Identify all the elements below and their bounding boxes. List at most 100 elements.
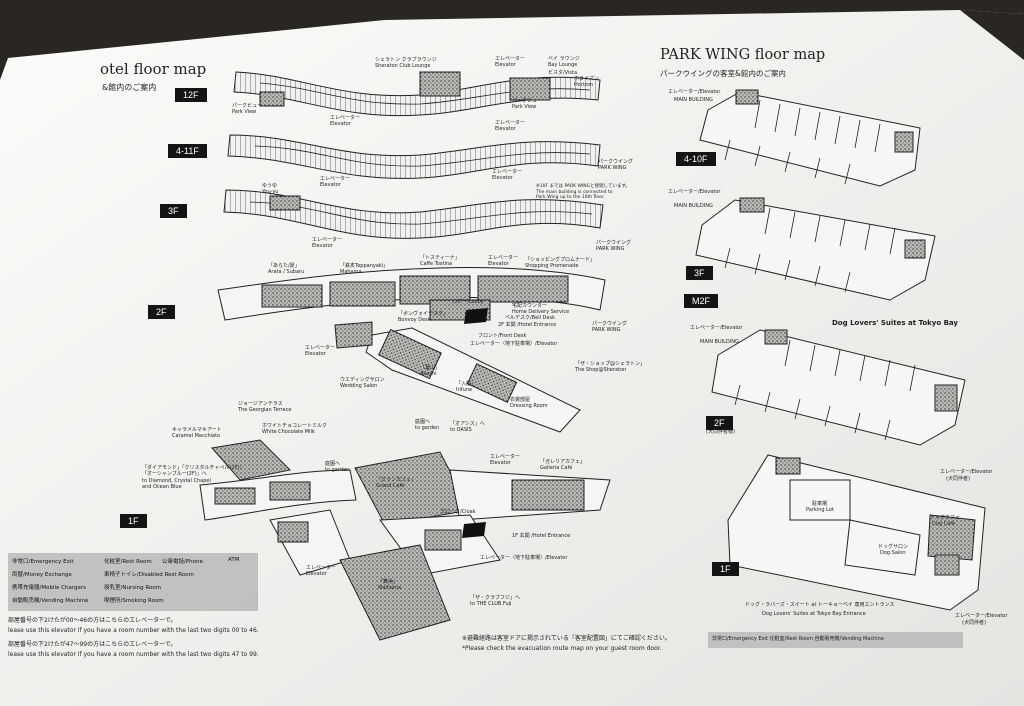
elevator-note-1-jp: 部屋番号の下2けたが00〜46の方はこちらのエレベーターで。 [8, 617, 177, 624]
label-1f-galleria-en: Galleria Café [540, 465, 573, 471]
label-12f-bay-lounge-jp: ベイ ラウンジ [548, 56, 580, 62]
pw-bottom-legend: 非常口/Emergency Exit 化粧室/Rest Room 自動販売機/V… [712, 636, 884, 642]
label-2f-teppanyaki-en: Mahama [340, 269, 362, 275]
label-1f-club-fuji-en: to THE CLUB Fuji [470, 601, 512, 607]
label-411f-elevator-a-en: Elevator [495, 126, 516, 132]
pw-1f-dog-salon-en: Dog Salon [880, 550, 906, 556]
label-2f-home-delivery-en: Home Delivery Service [512, 309, 570, 315]
label-2f-park-wing-en: PARK WING [592, 327, 621, 333]
legend-mobile-chargers: 携帯充電器/Mobile Chargers [12, 585, 87, 591]
label-1f-georgian-jp: ジョージアンテラス [238, 401, 283, 407]
legend-smoking-room: 喫煙所/Smoking Room [104, 598, 164, 604]
pw-410-elevator: エレベーター/Elevator [668, 89, 721, 95]
pw-1f-dog-entrance-en: Dog Lovers' Suites at Tokyo Bay Entrance [762, 611, 866, 617]
label-12f-horizon-jp: ホライズン [574, 76, 599, 82]
label-12f-park-view-right-jp: パークビュー [512, 98, 543, 104]
legend-nursing-room: 授乳室/Nursing Room [104, 585, 161, 591]
label-2f-dressing-room-jp: 衣裳部屋 [510, 397, 531, 403]
pw-1f-parking-jp: 駐車場 [812, 501, 828, 507]
pw-m2f-main-building: MAIN BUILDING [700, 339, 739, 345]
park-wing-title: PARK WING floor map [660, 47, 826, 63]
main-legend-box [8, 553, 258, 611]
label-2f-irifune-jp: 「入船」 [456, 381, 477, 387]
pw-floor-tag-3f: 3F [686, 266, 713, 280]
label-1f-parking-elevator: エレベーター（地下駐車場）/Elevator [480, 555, 568, 561]
label-12f-elevator-b-en: Elevator [330, 121, 351, 127]
pw-floor-tag-m2f: M2F [684, 294, 718, 308]
label-2f-arata-en: Arata / Subaru [268, 269, 305, 275]
label-2f-tostina-jp: 「トスティーナ」 [420, 255, 460, 261]
label-2f-akashi-jp: 「葉山」 [420, 365, 441, 371]
label-2f-parking-elevator: エレベーター（地下駐車場）/Elevator [470, 341, 558, 347]
label-12f-horizon-en: Horizon [574, 82, 594, 88]
label-1f-maihama-jp: 「舞浜」 [378, 579, 399, 585]
pw-1f-dog-cafe-jp: ドッグカフェ [930, 515, 961, 521]
label-3f-elevator-a-jp: エレベーター [492, 169, 523, 175]
legend-money-exchange: 両替/Money Exchange [12, 572, 72, 578]
label-1f-caramel-en: Caramel Macchiato [172, 433, 221, 439]
label-2f-lobby: ロビー/Lobby [452, 299, 484, 305]
label-2f-elevator-a-en: Elevator [488, 261, 509, 267]
label-2f-elevator-a-jp: エレベーター [488, 255, 519, 261]
label-1f-white-choc-en: White Chocolate Milk [262, 429, 315, 435]
label-3f-elevator-a-en: Elevator [492, 175, 513, 181]
main-map-title: otel floor map [100, 60, 207, 78]
pw-floor-tag-1f: 1F [712, 562, 739, 576]
label-1f-garden-b-en: to garden [415, 425, 440, 431]
label-1f-elevator-b-en: Elevator [306, 571, 327, 577]
label-3f-youyu-jp: ゆうゆ [262, 183, 278, 189]
label-411f-park-wing-en: PARK WING [598, 165, 627, 171]
label-2f-elevator-b-jp: エレベーター [305, 345, 336, 351]
label-2f-shopping-en: Shopping Promenade [525, 263, 579, 269]
label-3f-elevator-b-en: Elevator [312, 243, 333, 249]
main-floor-tag-3f: 3F [160, 204, 187, 218]
label-2f-elevator-b-en: Elevator [305, 351, 326, 357]
pw-floor-tag-4-10f: 4-10F [676, 152, 716, 166]
main-floor-tag-4-11f: 4-11F [168, 144, 207, 158]
pw-1f-elevator-a: エレベーター/Elevator [940, 469, 993, 475]
label-2f-wedding-salon-en: Wedding Salon [340, 383, 378, 389]
pw-1f-elevator-b: エレベーター/Elevator [955, 613, 1008, 619]
pw-3f-elevator: エレベーター/Elevator [668, 189, 721, 195]
label-411f-elevator-a-jp: エレベーター [495, 120, 526, 126]
label-1f-diamond-jp: 「ダイアモンド」「クリスタルチャペル(2F)」 [142, 465, 245, 471]
label-1f-cloak: クローク/Cloak [440, 509, 476, 515]
park-wing-subtitle: パークウイングの客室&館内のご案内 [660, 69, 786, 78]
label-1f-caramel-jp: キャラメルマキアート [172, 427, 222, 433]
pw-floor-tag-2f: 2F [706, 416, 733, 430]
label-1f-georgian-en: The Georgian Terrace [238, 407, 292, 413]
label-2f-park-wing-jp: パークウイング [592, 321, 628, 327]
label-3f-park-wing-jp: パークウイング [596, 240, 632, 246]
label-12f-park-view-left-jp: パークビュー [232, 103, 263, 109]
label-12f-sheraton-club-jp: シェラトン クラブラウンジ [375, 57, 437, 63]
label-1f-club-fuji-jp: 「ザ・クラブフジ」へ [470, 595, 521, 601]
label-1f-grand-cafe-en: Grand Café [376, 483, 405, 489]
label-2f-irifune-en: Irifune [456, 387, 473, 393]
legend-disabled-rest-room: 車椅子トイレ/Disabled Rest Room [104, 572, 194, 578]
label-2f-shopping-jp: 「ショッピングプロムナード」 [525, 257, 596, 263]
label-2f-dressing-room-en: Dressing Room [510, 403, 548, 409]
legend-emergency-exit: 非常口/Emergency Exit [12, 559, 74, 565]
label-3f-connection-note-jp: ※10F までは PARK WINGと接続しています。 [536, 184, 631, 189]
label-2f-the-shop-jp: 「ザ・ショップ@シェラトン」 [575, 361, 646, 367]
label-1f-garden-a-jp: 庭園へ [325, 461, 341, 467]
label-1f-garden-b-jp: 庭園へ [415, 419, 431, 425]
label-2f-hotel-entrance: 2F 玄関 /Hotel Entrance [498, 322, 557, 328]
main-floor-tag-1f: 1F [120, 514, 147, 528]
label-12f-park-view-right-en: Park View [512, 104, 537, 110]
label-12f-vista: ビスタ/Vista [548, 70, 578, 76]
pw-1f-elevator-a-note: (犬同伴者) [946, 476, 970, 482]
label-3f-park-wing-en: PARK WING [596, 246, 625, 252]
label-1f-hotel-entrance: 1F 玄関 /Hotel Entrance [512, 533, 571, 539]
label-1f-grand-cafe-jp: 「グランカフェ」 [376, 477, 417, 483]
elevator-note-1-en: lease use this elevator if you have a ro… [8, 627, 259, 634]
label-411f-park-wing-jp: パークウイング [598, 159, 634, 165]
pw-410-main-building: MAIN BUILDING [674, 97, 713, 103]
label-1f-elevator-a-en: Elevator [490, 460, 511, 466]
elevator-note-2-jp: 部屋番号の下2けたが47〜99の方はこちらのエレベーターで。 [8, 641, 177, 648]
label-2f-the-shop-en: The Shop@Sheraton [575, 367, 627, 373]
label-411f-elevator-b-en: Elevator [320, 182, 341, 188]
label-12f-sheraton-club-en: Sheraton Club Lounge [375, 63, 431, 69]
elevator-note-2-en: lease use this elevator if you have a ro… [8, 651, 259, 658]
